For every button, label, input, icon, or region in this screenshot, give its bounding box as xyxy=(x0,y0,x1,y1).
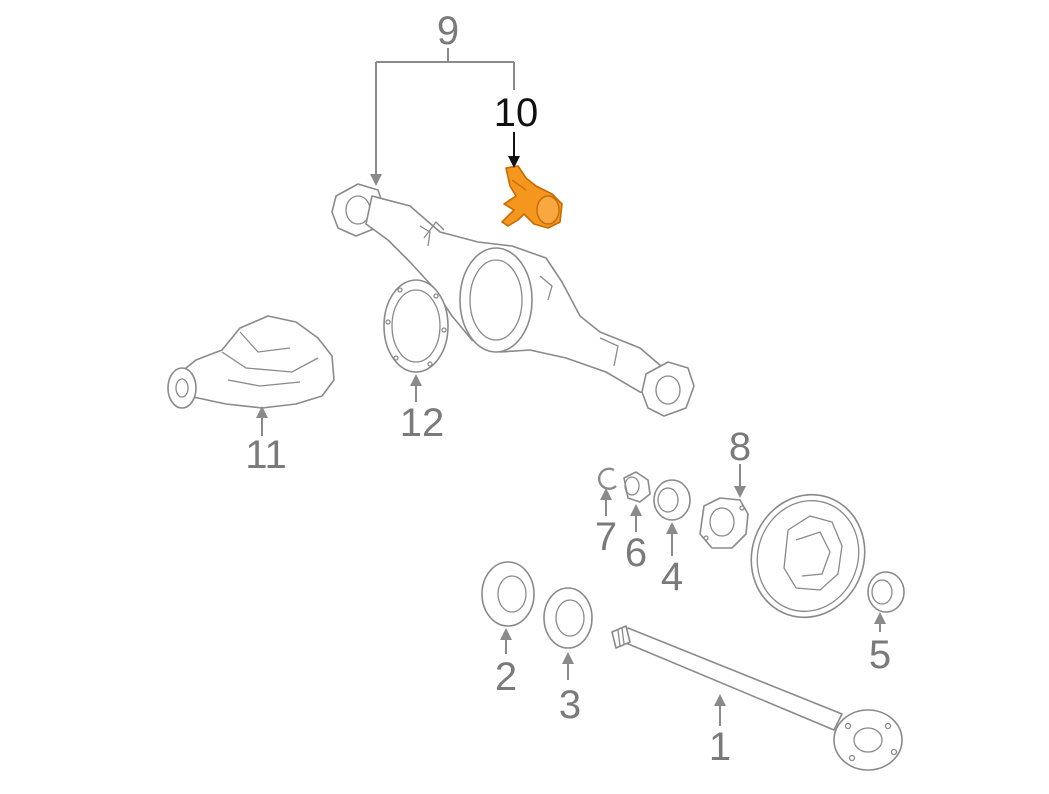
outer-plate[interactable] xyxy=(481,561,535,627)
leader-8 xyxy=(734,464,746,498)
brake-backing-plate[interactable] xyxy=(734,479,882,634)
leader-10 xyxy=(508,132,520,168)
callout-1[interactable]: 1 xyxy=(709,725,731,769)
callout-5[interactable]: 5 xyxy=(869,633,891,677)
callout-11[interactable]: 11 xyxy=(245,433,287,477)
callout-4[interactable]: 4 xyxy=(661,555,683,599)
leader-4 xyxy=(666,522,678,556)
leader-11 xyxy=(256,406,268,436)
callout-2[interactable]: 2 xyxy=(495,655,517,699)
leader-2 xyxy=(500,628,512,654)
leader-3 xyxy=(562,652,574,680)
callout-8[interactable]: 8 xyxy=(729,425,751,469)
differential-carrier[interactable] xyxy=(167,315,335,409)
retainer-plate[interactable] xyxy=(699,497,749,549)
leader-6 xyxy=(630,504,642,532)
axle-bearing[interactable] xyxy=(653,479,691,521)
axle-shaft[interactable] xyxy=(611,625,903,771)
callout-12[interactable]: 12 xyxy=(400,401,445,445)
leader-5 xyxy=(874,612,886,632)
callout-10[interactable]: 10 xyxy=(494,91,539,135)
leader-1 xyxy=(714,694,726,726)
axle-housing[interactable] xyxy=(331,183,695,417)
callout-6[interactable]: 6 xyxy=(625,531,647,575)
leader-12 xyxy=(410,374,422,402)
leader-7 xyxy=(600,488,612,516)
axle-gasket[interactable] xyxy=(543,587,593,649)
bearing-retainer[interactable] xyxy=(623,471,651,503)
callout-9[interactable]: 9 xyxy=(437,9,459,53)
leader-9 xyxy=(370,48,515,186)
snap-ring[interactable] xyxy=(597,467,617,490)
carrier-gasket[interactable] xyxy=(383,279,449,373)
callout-3[interactable]: 3 xyxy=(559,683,581,727)
callout-7[interactable]: 7 xyxy=(595,515,617,559)
oil-seal[interactable] xyxy=(867,571,905,613)
vent-bracket-highlighted[interactable] xyxy=(501,165,563,229)
